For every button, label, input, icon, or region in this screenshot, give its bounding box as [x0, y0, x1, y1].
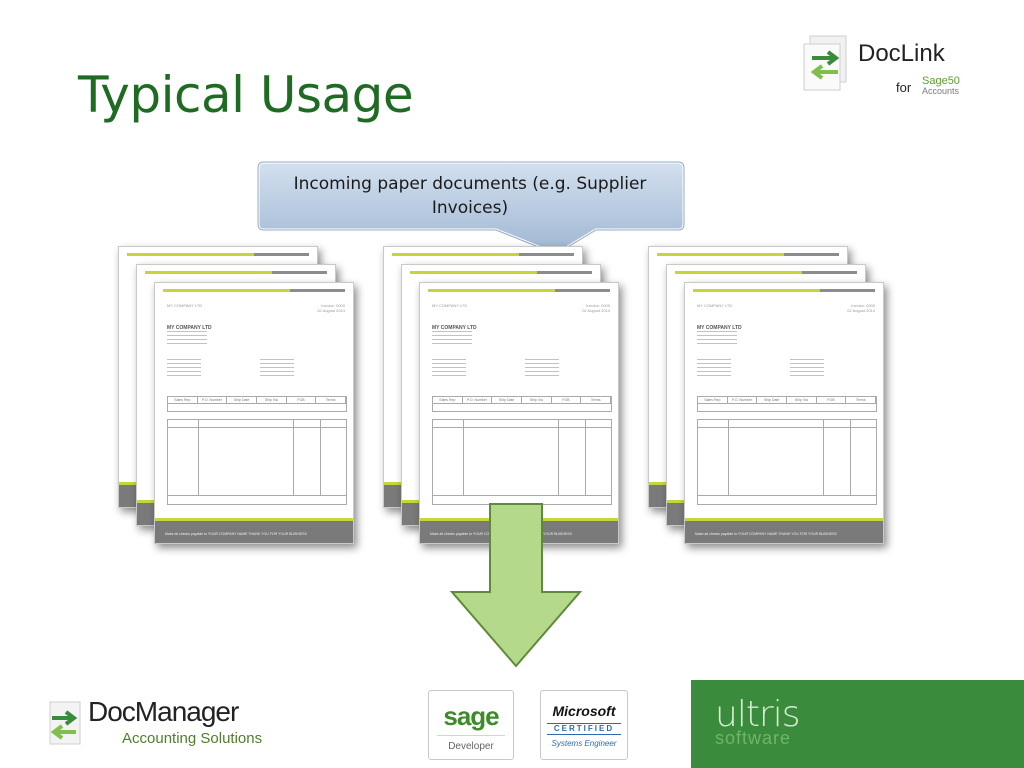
microsoft-logo: Microsoft [552, 703, 616, 719]
invoice-items-table [432, 419, 612, 505]
invoice-items-table [167, 419, 347, 505]
invoice-company-small: MY COMPANY LTD [432, 303, 468, 308]
docmanager-sub: Accounting Solutions [122, 730, 263, 747]
docmanager-logo: DocManager Accounting Solutions [44, 696, 264, 752]
ultris-name: ultris [715, 694, 800, 735]
invoice-company-small: MY COMPANY LTD [697, 303, 733, 308]
sage-logo: sage [443, 701, 499, 731]
invoice-company: MY COMPANY LTD [167, 325, 212, 331]
doclink-arrows-icon [803, 35, 847, 91]
docmanager-name: DocManager [88, 696, 239, 727]
down-arrow-icon [450, 503, 583, 668]
callout-shape [256, 160, 686, 256]
invoice-company: MY COMPANY LTD [432, 325, 477, 331]
invoice-company: MY COMPANY LTD [697, 325, 742, 331]
sage-developer-badge: sage Developer [428, 690, 514, 760]
sage-developer-label: Developer [448, 741, 494, 752]
systems-engineer-label: Systems Engineer [551, 739, 617, 748]
sage50-sub: Accounts [922, 86, 960, 96]
invoice-footer: Make all checks payable to YOUR COMPANY … [165, 532, 307, 536]
ultris-software-logo: ultris software [691, 680, 1024, 768]
slide-title: Typical Usage [78, 66, 414, 124]
certified-label: CERTIFIED [547, 723, 621, 735]
invoice-items-table [697, 419, 877, 505]
callout-text: Incoming paper documents (e.g. Supplier … [293, 174, 647, 218]
docmanager-arrows-icon [49, 701, 81, 745]
invoice-company-small: MY COMPANY LTD [167, 303, 203, 308]
microsoft-certified-badge: Microsoft CERTIFIED Systems Engineer [540, 690, 628, 760]
doclink-name: DocLink [858, 40, 945, 67]
callout-incoming-documents: Incoming paper documents (e.g. Supplier … [256, 160, 686, 256]
invoice-footer: Make all checks payable to YOUR COMPANY … [695, 532, 837, 536]
doclink-for: for [896, 80, 912, 95]
doclink-logo: DocLink for Sage50 Accounts [800, 34, 980, 104]
ultris-software-label: software [715, 728, 792, 748]
sage50-label: Sage50 [922, 75, 960, 87]
doclink-sage50: Sage50 Accounts [922, 75, 960, 97]
